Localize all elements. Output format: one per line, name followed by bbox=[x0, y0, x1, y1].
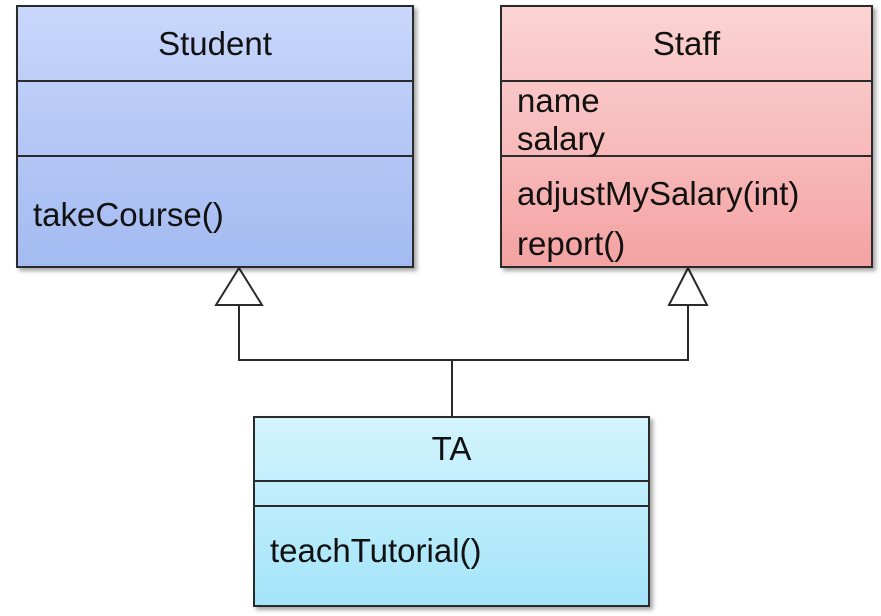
class-student-name-compartment: Student bbox=[18, 7, 412, 82]
class-staff-name: Staff bbox=[652, 24, 721, 62]
attribute-salary: salary bbox=[517, 120, 606, 157]
operation-teach-tutorial: teachTutorial() bbox=[270, 532, 482, 569]
class-student-attributes bbox=[18, 82, 412, 157]
inheritance-line-ta-to-staff bbox=[452, 305, 689, 361]
class-student-name: Student bbox=[158, 24, 272, 62]
class-ta-name-compartment: TA bbox=[255, 418, 648, 482]
operation-take-course: takeCourse() bbox=[33, 196, 224, 233]
operation-adjust-my-salary: adjustMySalary(int) bbox=[517, 175, 800, 212]
class-student[interactable]: Student takeCourse() bbox=[16, 5, 414, 268]
class-ta-name: TA bbox=[431, 430, 472, 467]
class-staff-attributes: name salary bbox=[502, 82, 871, 157]
class-ta[interactable]: TA teachTutorial() bbox=[253, 416, 650, 607]
class-ta-attributes bbox=[255, 482, 648, 507]
generalization-arrowhead-staff bbox=[667, 265, 709, 306]
attribute-name: name bbox=[517, 82, 600, 119]
operation-report: report() bbox=[517, 225, 626, 262]
class-staff-operations: adjustMySalary(int) report() bbox=[502, 157, 871, 266]
class-ta-operations: teachTutorial() bbox=[255, 507, 648, 605]
class-student-operations: takeCourse() bbox=[18, 157, 412, 266]
class-staff[interactable]: Staff name salary adjustMySalary(int) re… bbox=[500, 5, 873, 268]
inheritance-line-ta-to-student bbox=[238, 305, 453, 416]
class-staff-name-compartment: Staff bbox=[502, 7, 871, 82]
generalization-arrowhead-student bbox=[214, 266, 264, 306]
